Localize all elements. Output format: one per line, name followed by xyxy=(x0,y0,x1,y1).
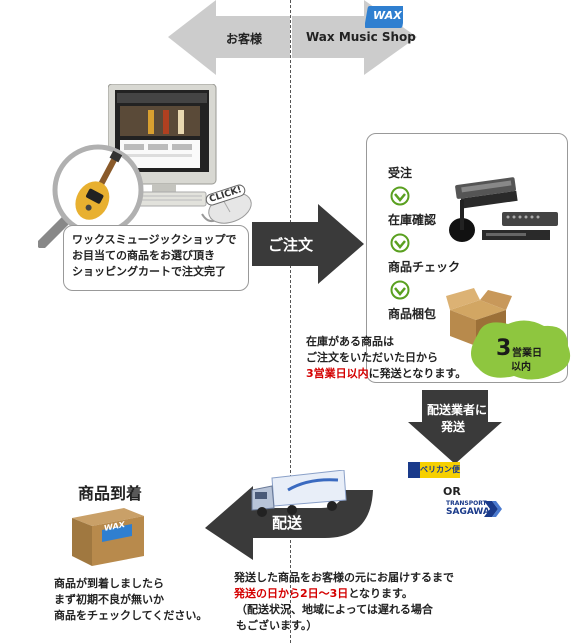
customer-header-label: お客様 xyxy=(226,30,262,47)
process-step-received: 受注 xyxy=(388,164,412,181)
carrier-arrow-label: 配送業者に xyxy=(427,401,487,418)
package-box-icon xyxy=(68,504,148,568)
process-step-packing: 商品梱包 xyxy=(388,305,436,322)
customer-order-line: お目当ての商品をお選び頂き xyxy=(72,248,240,264)
customer-order-line: ワックスミュージックショップで xyxy=(72,232,240,248)
delivery-note-line2: 発送の日から2日～3日となります。 xyxy=(234,586,413,602)
badge-suffix: 以内 xyxy=(511,358,531,373)
arrival-line: 商品が到着しましたら xyxy=(54,576,164,592)
shop-logo-text: WAX xyxy=(373,9,402,22)
check-icon xyxy=(390,233,410,253)
arrival-title: 商品到着 xyxy=(78,480,142,504)
check-icon xyxy=(390,186,410,206)
stock-note-rest: に発送となります。 xyxy=(369,367,467,380)
order-arrow-label: ご注文 xyxy=(268,234,313,255)
music-equipment-illustration xyxy=(440,176,566,248)
badge-unit: 営業日 xyxy=(512,344,542,359)
delivery-note-line: （配送状況、地域によっては遅れる場合 xyxy=(236,602,433,618)
arrival-line: 商品をチェックしてください。 xyxy=(54,608,207,624)
stock-note-line3: 3営業日以内に発送となります。 xyxy=(306,366,466,382)
arrival-line: まず初期不良が無いか xyxy=(54,592,164,608)
delivery-note-rest: となります。 xyxy=(348,587,413,600)
process-step-product-check: 商品チェック xyxy=(388,258,460,275)
customer-order-box: ワックスミュージックショップで お目当ての商品をお選び頂き ショッピングカートで… xyxy=(63,225,249,291)
delivery-note-highlight: 発送の日から2日～3日 xyxy=(234,587,348,600)
delivery-note-line: もございます。） xyxy=(236,618,317,634)
process-step-stock-check: 在庫確認 xyxy=(388,211,436,228)
delivery-truck-icon xyxy=(248,470,350,518)
carrier-arrow-label: 発送 xyxy=(441,418,465,435)
stock-note-highlight: 3営業日以内 xyxy=(306,367,369,380)
sagawa-small-text: TRANSPORT xyxy=(446,500,487,507)
badge-number: 3 xyxy=(496,336,511,361)
carrier-or-label: OR xyxy=(443,485,461,498)
check-icon xyxy=(390,280,410,300)
delivery-note-line: 発送した商品をお客様の元にお届けするまで xyxy=(234,570,454,586)
shop-header-label: Wax Music Shop xyxy=(306,30,416,44)
customer-order-line: ショッピングカートで注文完了 xyxy=(72,264,240,280)
stock-note-line: 在庫がある商品は xyxy=(306,334,394,350)
sagawa-logo-icon xyxy=(484,501,504,517)
stock-note-line: ご注文をいただいた日から xyxy=(306,350,438,366)
pelican-logo-text: ペリカン便 xyxy=(420,464,460,475)
